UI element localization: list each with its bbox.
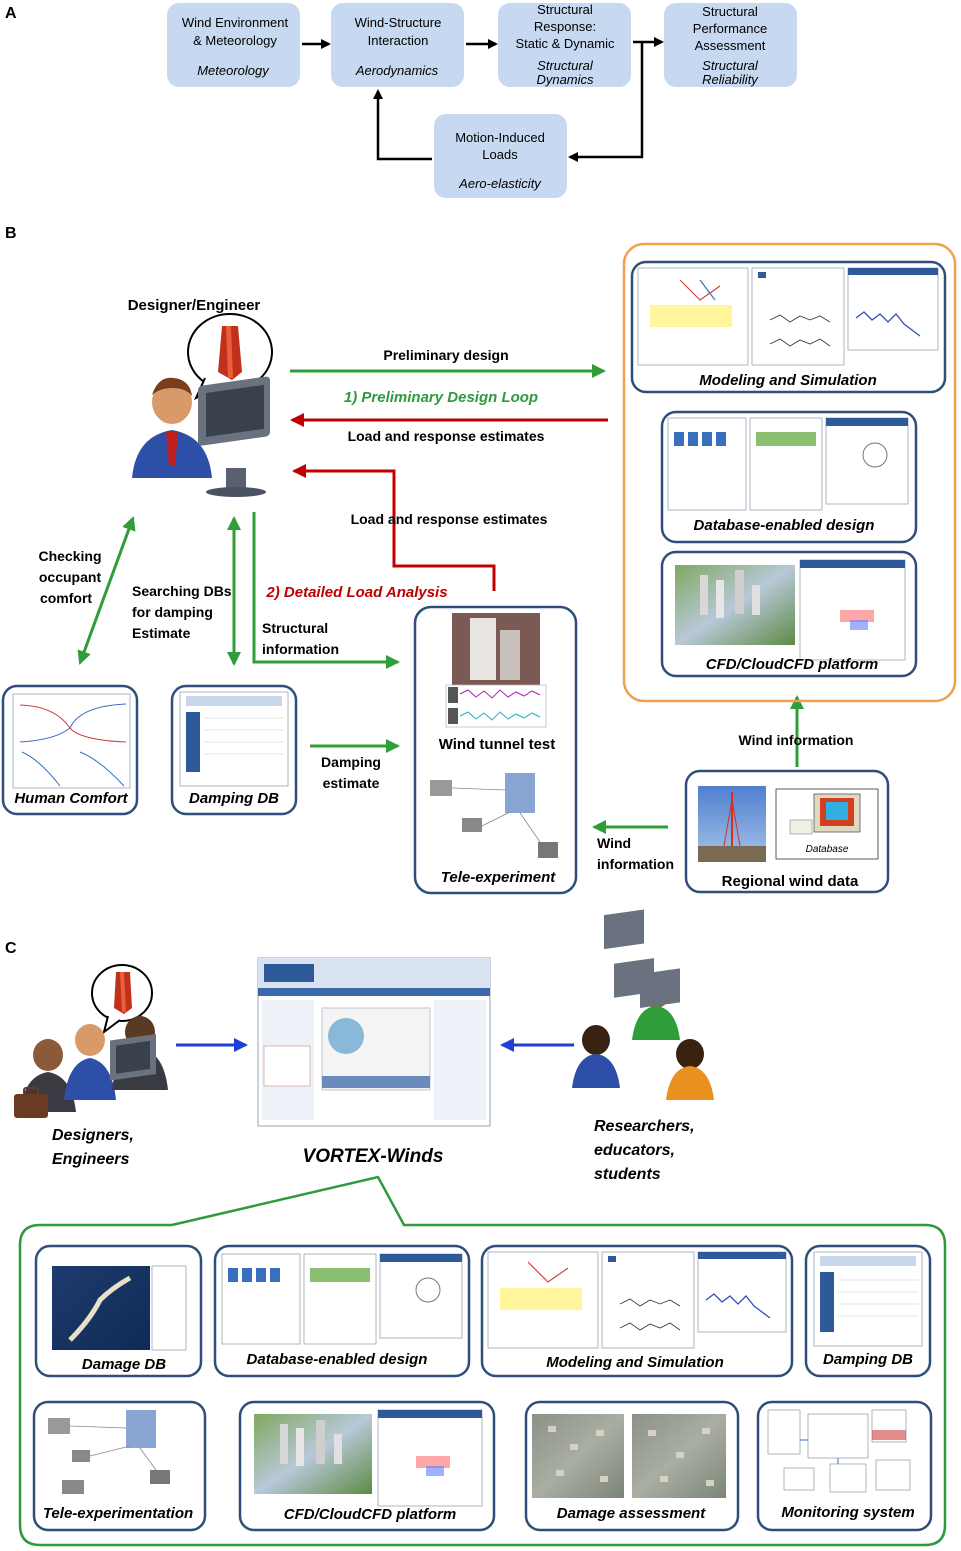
box-damping-db: Damping DB [170, 684, 298, 816]
box-structural-response: Structural Response: Static & Dynamic St… [498, 2, 631, 87]
group-of-people-icon [20, 1016, 168, 1112]
box-structural-performance-italic2: Reliability [702, 72, 759, 87]
label-load-response-2: Load and response estimates [351, 511, 548, 527]
arrow-a-feedback-up [373, 89, 432, 161]
box-wind-structure-line1: Wind-Structure [355, 15, 442, 30]
label-structural-info-1: Structural [262, 620, 328, 636]
label-wind-info-left-2: information [597, 856, 674, 872]
label-searching-2: for damping [132, 604, 213, 620]
box-wind-environment: Wind Environment & Meteorology Meteorolo… [167, 3, 300, 87]
building-model-icon [114, 972, 132, 1014]
box-structural-performance-line2: Performance [693, 21, 767, 36]
building-model-icon [218, 326, 242, 380]
arrow-checking-comfort [77, 516, 136, 665]
module-tele-experimentation: Tele-experimentation [32, 1400, 207, 1532]
label-module-database-design: Database-enabled design [247, 1351, 428, 1368]
label-module-modeling: Modeling and Simulation [546, 1354, 724, 1371]
vortex-website-screenshot [257, 957, 491, 1127]
box-wind-environment-line1: Wind Environment [182, 15, 289, 30]
label-preliminary-design: Preliminary design [383, 347, 508, 363]
box-wind-structure: Wind-Structure Interaction Aerodynamics [331, 3, 464, 87]
label-researchers-1: Researchers, [594, 1118, 695, 1135]
label-database-enabled-design: Database-enabled design [694, 517, 875, 534]
box-human-comfort: Human Comfort [1, 684, 139, 816]
label-structural-info-2: information [262, 641, 339, 657]
label-wind-info-up: Wind information [739, 732, 854, 748]
box-motion-induced-italic: Aero-elasticity [458, 176, 542, 191]
module-damping-db: Damping DB [804, 1244, 932, 1378]
module-damage-assessment: Damage assessment [524, 1400, 740, 1532]
label-researchers-2: educators, [594, 1142, 675, 1159]
designer-engineer-title: Designer/Engineer [128, 297, 261, 314]
modules-green-frame [18, 1175, 947, 1547]
label-module-damage-assessment: Damage assessment [557, 1505, 706, 1522]
label-searching-3: Estimate [132, 625, 191, 641]
arrow-load-response-2 [292, 464, 496, 591]
box-wind-structure-line2: Interaction [368, 33, 429, 48]
box-structural-performance: Structural Performance Assessment Struct… [664, 3, 797, 87]
box-wind-environment-italic: Meteorology [197, 63, 270, 78]
label-module-cfd: CFD/CloudCFD platform [284, 1506, 456, 1523]
module-database-enabled-design: Database-enabled design [213, 1244, 471, 1378]
box-database-enabled-design: Database-enabled design [660, 410, 918, 544]
box-wind-structure-italic: Aerodynamics [355, 63, 439, 78]
label-module-damping-db: Damping DB [823, 1351, 913, 1368]
panel-label-c: C [5, 940, 17, 957]
box-structural-response-line1: Structural [537, 2, 593, 17]
label-tele-experiment: Tele-experiment [441, 869, 556, 886]
label-database: Database [806, 844, 849, 855]
label-load-response-1: Load and response estimates [348, 428, 545, 444]
label-wind-info-left-1: Wind [597, 835, 631, 851]
arrow-a-feedback-down [568, 42, 644, 162]
label-module-damage-db: Damage DB [82, 1356, 166, 1373]
module-damage-db: Damage DB [34, 1244, 203, 1378]
box-structural-response-line3: Static & Dynamic [516, 36, 615, 51]
label-preliminary-design-loop: 1) Preliminary Design Loop [344, 389, 538, 406]
panel-label-b: B [5, 225, 17, 242]
label-cfd-platform: CFD/CloudCFD platform [706, 656, 878, 673]
briefcase-icon [14, 1087, 48, 1118]
module-modeling-simulation: Modeling and Simulation [480, 1244, 794, 1378]
label-damping-db: Damping DB [189, 790, 279, 807]
label-damping-estimate-2: estimate [323, 775, 380, 791]
person-at-computer-icon [132, 376, 270, 497]
box-structural-performance-italic1: Structural [702, 58, 759, 73]
box-structural-response-line2: Response: [534, 19, 596, 34]
label-detailed-load-analysis: 2) Detailed Load Analysis [265, 584, 447, 601]
label-searching-1: Searching DBs [132, 583, 232, 599]
label-researchers-3: students [594, 1166, 661, 1183]
label-human-comfort: Human Comfort [14, 790, 128, 807]
label-checking-3: comfort [40, 590, 92, 606]
module-cfd-platform: CFD/CloudCFD platform [238, 1400, 496, 1532]
label-module-monitoring: Monitoring system [781, 1504, 914, 1521]
box-regional-wind: Database Regional wind data [684, 769, 890, 894]
label-regional-wind-data: Regional wind data [722, 873, 859, 890]
box-structural-performance-line1: Structural [702, 4, 758, 19]
label-modeling-simulation: Modeling and Simulation [699, 372, 877, 389]
box-cfd-platform: CFD/CloudCFD platform [660, 550, 918, 678]
box-structural-response-italic1: Structural [537, 58, 594, 73]
box-motion-induced-line1: Motion-Induced [455, 130, 545, 145]
arrow-structural-information [252, 512, 400, 669]
label-designers-1: Designers, [52, 1127, 134, 1144]
label-checking-1: Checking [38, 548, 101, 564]
group-of-people-icon [572, 909, 714, 1100]
label-module-tele: Tele-experimentation [43, 1505, 193, 1522]
label-wind-tunnel-test: Wind tunnel test [439, 736, 556, 753]
label-damping-estimate-1: Damping [321, 754, 381, 770]
box-wind-environment-line2: & Meteorology [193, 33, 277, 48]
panel-label-a: A [5, 5, 17, 22]
box-modeling-simulation: Modeling and Simulation [630, 260, 947, 394]
label-designers-2: Engineers [52, 1151, 129, 1168]
box-structural-response-italic2: Dynamics [536, 72, 594, 87]
box-motion-induced-line2: Loads [482, 147, 518, 162]
platforms-orange-frame [622, 242, 957, 703]
label-checking-2: occupant [39, 569, 102, 585]
box-wind-tunnel-tele: Wind tunnel test Tele-experiment [413, 605, 578, 895]
module-monitoring-system: Monitoring system [756, 1400, 933, 1532]
box-structural-performance-line3: Assessment [695, 38, 766, 53]
box-motion-induced: Motion-Induced Loads Aero-elasticity [434, 114, 567, 198]
label-vortex-winds: VORTEX-Winds [303, 1146, 444, 1167]
